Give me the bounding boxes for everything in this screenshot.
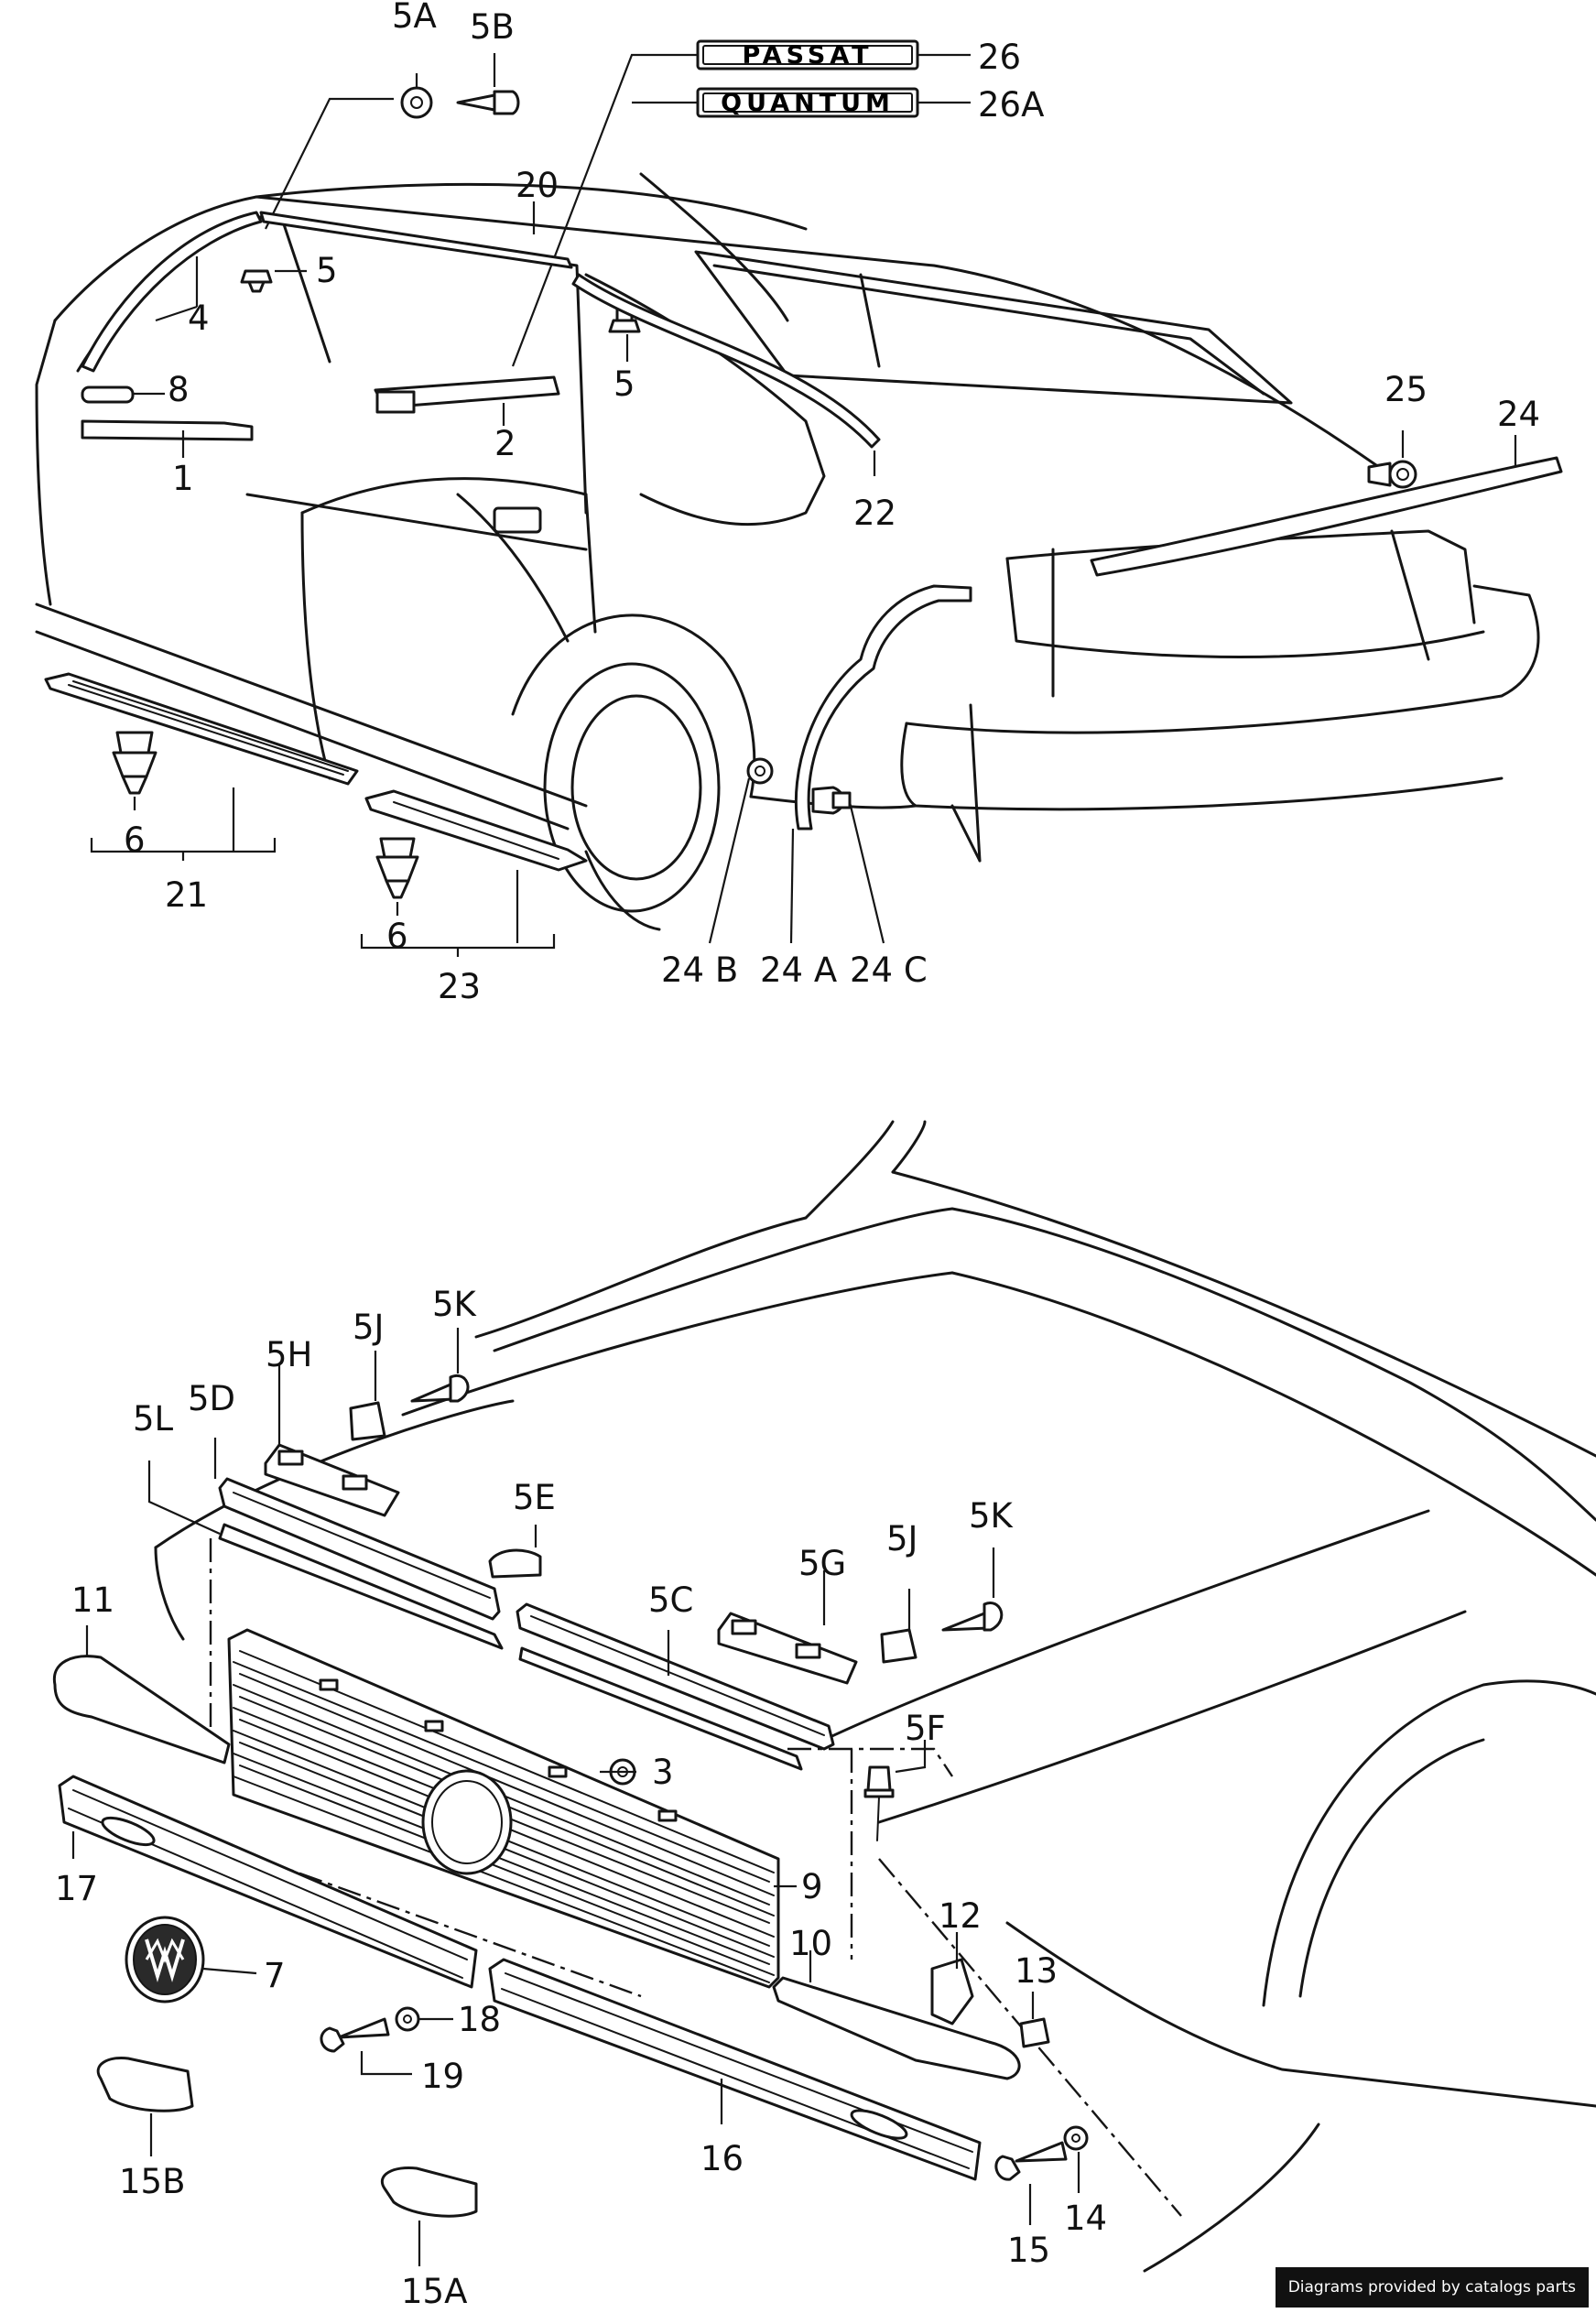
label-5J-a: 5J (353, 1308, 384, 1347)
part-6-clip-a (112, 731, 157, 795)
label-5-a: 5 (316, 251, 338, 290)
part-7-vw-emblem (125, 1916, 205, 2004)
label-5K-b: 5K (969, 1496, 1015, 1536)
label-19: 19 (421, 2057, 464, 2096)
label-24A: 24 A (760, 950, 837, 990)
label-5B: 5B (470, 7, 515, 47)
label-4: 4 (188, 299, 210, 338)
part-11-corner-trim (52, 1655, 231, 1765)
part-12-bracket (930, 1958, 974, 2025)
label-11: 11 (71, 1580, 114, 1620)
label-26: 26 (978, 38, 1021, 77)
part-5D-upper-trim (218, 1477, 501, 1621)
part-19-screw (320, 2017, 390, 2053)
credit-badge: Diagrams provided by catalogs parts (1275, 2267, 1589, 2308)
part-15A-cap (381, 2166, 478, 2218)
label-5-b: 5 (613, 364, 635, 404)
part-15B-cap (96, 2056, 194, 2112)
part-emblem-passat: PASSAT (696, 39, 919, 71)
part-5E-clip (488, 1548, 542, 1579)
label-5A: 5A (392, 0, 437, 36)
label-15A: 15A (401, 2272, 467, 2311)
part-22-pillar-moulding (571, 273, 881, 449)
label-7: 7 (264, 1956, 286, 1995)
label-9: 9 (801, 1867, 823, 1906)
label-6-b: 6 (386, 917, 408, 956)
label-5G: 5G (798, 1544, 846, 1583)
label-15: 15 (1007, 2231, 1050, 2270)
part-5K-screw-a (410, 1374, 470, 1403)
part-5B-screw (456, 90, 520, 115)
label-21: 21 (165, 875, 208, 915)
label-22: 22 (853, 494, 896, 533)
label-25: 25 (1384, 370, 1428, 409)
label-12: 12 (939, 1896, 982, 1936)
label-24B: 24 B (661, 950, 738, 990)
label-26A: 26A (978, 85, 1044, 125)
part-1-moulding (81, 419, 254, 441)
label-5H: 5H (266, 1335, 312, 1374)
label-24C: 24 C (850, 950, 928, 990)
label-16: 16 (700, 2139, 744, 2178)
part-5F-pin (863, 1765, 895, 1841)
label-6-a: 6 (124, 820, 146, 860)
part-5J-clip-a (349, 1401, 386, 1441)
part-10-corner-trim (772, 1976, 1021, 2080)
part-24C-clip (811, 786, 852, 815)
callout-labels: 5A 5B 26 26A 20 5 5 4 8 1 2 25 24 22 6 2… (55, 0, 1540, 2311)
label-5E: 5E (513, 1478, 556, 1517)
label-5J-b: 5J (886, 1519, 917, 1558)
label-23: 23 (438, 967, 481, 1006)
part-15-screw (994, 2141, 1068, 2181)
part-8-trim (81, 386, 135, 404)
label-8: 8 (168, 370, 190, 409)
label-13: 13 (1015, 1951, 1058, 1991)
label-10: 10 (789, 1924, 832, 1963)
label-18: 18 (458, 2000, 501, 2039)
emblem-passat-text: PASSAT (742, 41, 873, 70)
label-17: 17 (55, 1869, 98, 1908)
part-5J-clip-b (880, 1628, 917, 1664)
part-5A-washer (400, 86, 433, 119)
label-20: 20 (516, 166, 559, 205)
emblem-quantum-text: QUANTUM (721, 89, 895, 117)
car-front-view (154, 1120, 1596, 2273)
label-1: 1 (172, 459, 194, 498)
part-14-washer (1063, 2125, 1089, 2151)
part-5K-screw-b (941, 1602, 1004, 1632)
part-24A-trim (794, 584, 972, 831)
part-5-clip-a (240, 269, 273, 293)
part-24B-grommet (746, 757, 774, 785)
label-2: 2 (494, 424, 516, 463)
label-5K-a: 5K (432, 1285, 478, 1324)
label-14: 14 (1064, 2199, 1107, 2238)
part-6-clip-b (375, 837, 419, 899)
label-15B: 15B (119, 2162, 185, 2201)
label-5C: 5C (648, 1580, 693, 1620)
part-18-washer (395, 2006, 420, 2032)
part-4-windshield-moulding (81, 211, 263, 373)
part-20-roof-moulding (259, 211, 573, 269)
label-5D: 5D (188, 1379, 235, 1418)
part-5C-trim (516, 1602, 835, 1751)
label-24: 24 (1497, 395, 1540, 434)
label-5F: 5F (905, 1709, 946, 1748)
part-emblem-quantum: QUANTUM (696, 87, 919, 118)
part-25-clip (1367, 460, 1417, 489)
label-5L: 5L (133, 1399, 174, 1439)
bottom-leaders (71, 1328, 1080, 2266)
label-3: 3 (652, 1753, 674, 1792)
part-9-grille (227, 1628, 780, 1989)
part-24-rear-moulding (1090, 456, 1563, 577)
top-leaders (90, 53, 1517, 957)
part-13-clip (1019, 2017, 1050, 2048)
